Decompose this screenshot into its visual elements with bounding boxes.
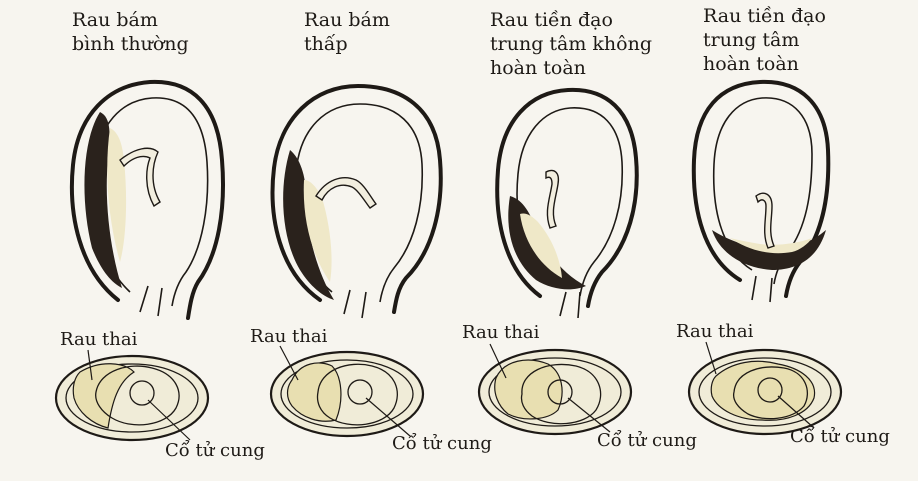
panel-4-cervix-view	[689, 342, 841, 434]
panel-4-umbilical-cord	[756, 193, 774, 248]
panel-3-placenta-area	[495, 360, 562, 419]
panel-2-uterus	[273, 86, 441, 318]
panel-3-cervix-view	[479, 344, 631, 434]
panel-1-cervix-view	[56, 350, 208, 440]
panel-3-uterus	[497, 90, 637, 318]
panel-4-uterus	[694, 82, 829, 302]
panel-2-umbilical-cord	[316, 178, 376, 208]
panel-2-cervix-view	[271, 346, 423, 436]
panel-3-umbilical-cord	[546, 171, 558, 229]
panel-1-uterus	[72, 82, 223, 318]
